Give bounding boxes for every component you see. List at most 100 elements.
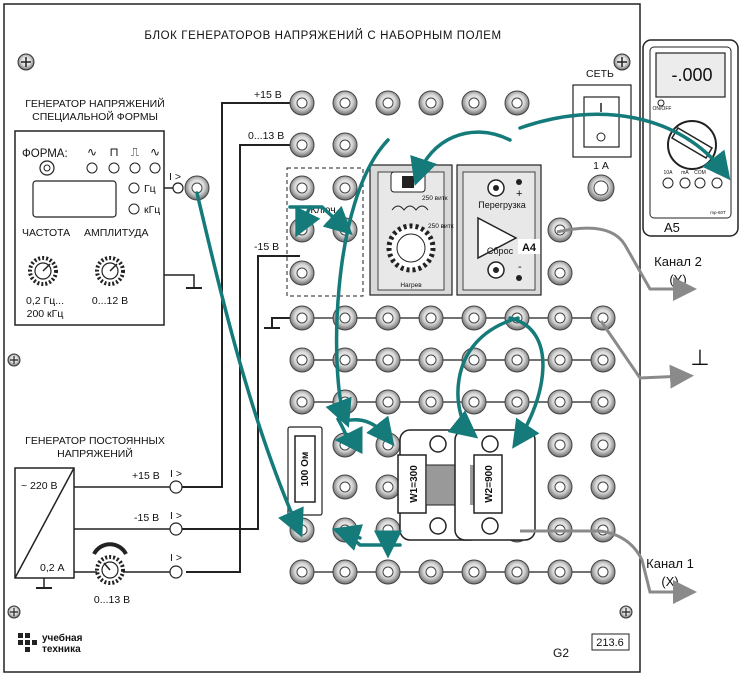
coil-w2 bbox=[454, 429, 536, 541]
jack-r9-c2[interactable] bbox=[375, 474, 401, 500]
special-output-small-jack[interactable] bbox=[172, 182, 184, 194]
multimeter-onoff-label: ON/OFF bbox=[653, 106, 672, 112]
dc-out-adj-jack[interactable] bbox=[169, 565, 183, 579]
jack-r0-c2[interactable] bbox=[375, 90, 401, 116]
screw-icon bbox=[17, 53, 35, 71]
multimeter-display: -.000 bbox=[671, 65, 712, 85]
jack-r4-c0[interactable] bbox=[289, 260, 315, 286]
jack-r7-c3[interactable] bbox=[418, 389, 444, 415]
dc-gen-title-1: ГЕНЕРАТОР ПОСТОЯННЫХ bbox=[25, 435, 165, 447]
wave-triangle-icon: ⊓ bbox=[109, 145, 118, 159]
form-label: ФОРМА: bbox=[22, 148, 68, 160]
rail-minus15-line bbox=[176, 255, 300, 530]
jack-r7-c0[interactable] bbox=[289, 389, 315, 415]
jack-r0-c5[interactable] bbox=[504, 90, 530, 116]
jack-r7-c4[interactable] bbox=[461, 389, 487, 415]
jack-r11-c7[interactable] bbox=[590, 559, 616, 585]
dc-current-label: 0,2 А bbox=[40, 562, 65, 574]
jack-r5-c4[interactable] bbox=[461, 305, 487, 331]
jack-r5-c7[interactable] bbox=[590, 305, 616, 331]
jack-r6-c0[interactable] bbox=[289, 347, 315, 373]
jack-r7-c5[interactable] bbox=[504, 389, 530, 415]
jack-r6-c3[interactable] bbox=[418, 347, 444, 373]
jack-r11-c6[interactable] bbox=[547, 559, 573, 585]
jack-r5-c3[interactable] bbox=[418, 305, 444, 331]
jack-r11-c5[interactable] bbox=[504, 559, 530, 585]
jack-r8-c7[interactable] bbox=[590, 432, 616, 458]
frequency-label: ЧАСТОТА bbox=[22, 227, 70, 239]
fuse-holder[interactable] bbox=[587, 174, 615, 202]
dc-gen-title-2: НАПРЯЖЕНИЙ bbox=[57, 447, 133, 460]
jack-r6-c7[interactable] bbox=[590, 347, 616, 373]
jack-r11-c4[interactable] bbox=[461, 559, 487, 585]
reset-button[interactable] bbox=[487, 261, 505, 279]
jack-r0-c0[interactable] bbox=[289, 90, 315, 116]
screw-icon bbox=[7, 605, 21, 619]
form-led-saw bbox=[149, 162, 161, 174]
panel-title: БЛОК ГЕНЕРАТОРОВ НАПРЯЖЕНИЙ С НАБОРНЫМ П… bbox=[144, 29, 501, 42]
jack-r4-c6[interactable] bbox=[547, 260, 573, 286]
dc-out-minus15-label: -15 В bbox=[134, 512, 159, 524]
jack-r11-c0[interactable] bbox=[289, 559, 315, 585]
jack-r1-c1[interactable] bbox=[332, 132, 358, 158]
jack-r9-c7[interactable] bbox=[590, 474, 616, 500]
jack-r11-c2[interactable] bbox=[375, 559, 401, 585]
fuse-label: 1 А bbox=[593, 160, 609, 172]
transformer-heat-label: Нагрев bbox=[400, 282, 422, 289]
transformer-winding-2: 250 витк bbox=[428, 223, 454, 230]
frequency-knob[interactable] bbox=[28, 256, 58, 286]
jack-r7-c6[interactable] bbox=[547, 389, 573, 415]
jack-r5-c2[interactable] bbox=[375, 305, 401, 331]
jack-r6-c1[interactable] bbox=[332, 347, 358, 373]
amp-plus-label: + bbox=[516, 188, 522, 200]
voltage-adjust-knob[interactable] bbox=[92, 542, 128, 585]
dc-out-minus15-jack[interactable] bbox=[169, 522, 183, 536]
ground-terminal-symbol: ⊥ bbox=[690, 345, 709, 370]
multimeter-power-button[interactable] bbox=[657, 99, 665, 107]
jack-r0-c3[interactable] bbox=[418, 90, 444, 116]
jack-r9-c6[interactable] bbox=[547, 474, 573, 500]
multimeter-dial[interactable] bbox=[667, 120, 717, 170]
jack-r1-c0[interactable] bbox=[289, 132, 315, 158]
multimeter-id: A5 bbox=[664, 220, 680, 235]
dc-out-plus15-jack[interactable] bbox=[169, 480, 183, 494]
jack-r11-c3[interactable] bbox=[418, 559, 444, 585]
jack-r2-c1[interactable] bbox=[332, 175, 358, 201]
logo-icon bbox=[18, 633, 37, 652]
jack-r0-c4[interactable] bbox=[461, 90, 487, 116]
rail-plus15-label: +15 В bbox=[254, 89, 282, 101]
jack-r0-c1[interactable] bbox=[332, 90, 358, 116]
jack-r5-c0[interactable] bbox=[289, 305, 315, 331]
form-led-square bbox=[129, 162, 141, 174]
amp-plus-terminal[interactable] bbox=[516, 179, 522, 185]
unit-hz-led bbox=[128, 182, 140, 194]
form-led-sine bbox=[86, 162, 98, 174]
jack-r10-c2[interactable] bbox=[375, 517, 401, 543]
jack-r6-c5[interactable] bbox=[504, 347, 530, 373]
jack-r6-c2[interactable] bbox=[375, 347, 401, 373]
jack-r5-c6[interactable] bbox=[547, 305, 573, 331]
jack-r8-c6[interactable] bbox=[547, 432, 573, 458]
jack-r11-c1[interactable] bbox=[332, 559, 358, 585]
serial-label: 213.6 bbox=[596, 637, 624, 649]
frequency-range-2: 200 кГц bbox=[27, 308, 64, 320]
dc-converter-diagonal bbox=[14, 467, 75, 579]
screw-icon bbox=[7, 353, 21, 367]
amp-id-badge bbox=[518, 239, 540, 254]
jack-r7-c2[interactable] bbox=[375, 389, 401, 415]
amplitude-knob[interactable] bbox=[95, 256, 125, 286]
wave-square-icon: ⎍ bbox=[131, 145, 140, 159]
form-led-triangle bbox=[108, 162, 120, 174]
jack-r6-c6[interactable] bbox=[547, 347, 573, 373]
dc-out-mark-1: I > bbox=[170, 468, 182, 480]
jack-r7-c7[interactable] bbox=[590, 389, 616, 415]
amp-minus-label: - bbox=[518, 261, 522, 273]
jack-r9-c1[interactable] bbox=[332, 474, 358, 500]
jack-r7-c1[interactable] bbox=[332, 389, 358, 415]
amp-minus-terminal[interactable] bbox=[516, 275, 522, 281]
jack-r2-c0[interactable] bbox=[289, 175, 315, 201]
unit-khz-led bbox=[128, 203, 140, 215]
resistor-component bbox=[287, 426, 323, 516]
form-select-button[interactable] bbox=[39, 160, 55, 176]
